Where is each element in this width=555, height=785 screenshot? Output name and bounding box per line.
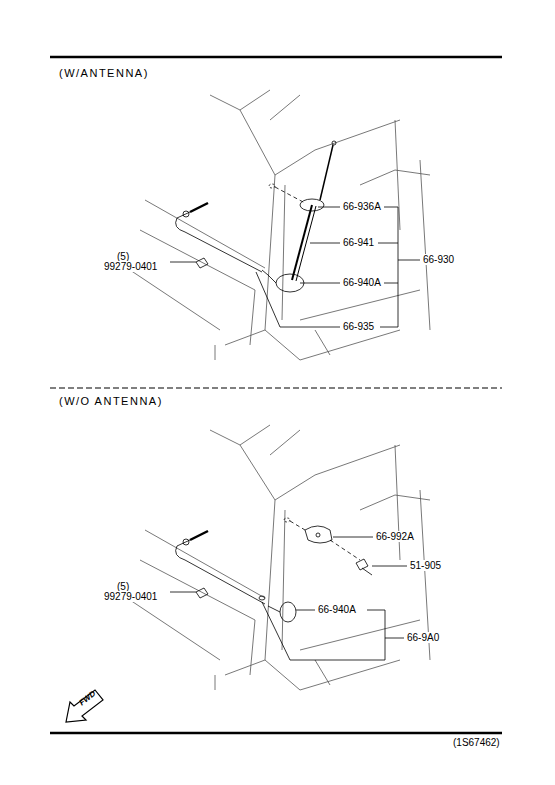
part-number: 51-905 (409, 560, 442, 571)
feeder-cable-bottom (176, 531, 265, 604)
cap-and-grommet (259, 518, 372, 622)
leader-lines-top (170, 207, 420, 327)
part-number: 66-940A (342, 277, 382, 288)
part-number: 66-992A (375, 531, 415, 542)
part-number: 99279-0401 (103, 261, 158, 272)
section-heading: (W/O ANTENNA) (58, 396, 164, 407)
drawing-number: (1S67462) (452, 737, 501, 748)
part-number: 66-936A (342, 201, 382, 212)
antenna-top (262, 141, 336, 292)
section-heading: (W/ANTENNA) (58, 68, 150, 79)
part-number: 66-940A (317, 604, 357, 615)
top-rule (50, 56, 502, 59)
leader-lines-bottom (170, 537, 407, 660)
bottom-rule (50, 732, 502, 735)
part-number: 66-935 (342, 321, 375, 332)
section-divider (50, 387, 502, 388)
part-number: 66-9A0 (406, 632, 440, 643)
part-number: 66-941 (342, 237, 375, 248)
part-number: 99279-0401 (103, 591, 158, 602)
vehicle-outline-top (130, 90, 430, 360)
part-number: 66-930 (422, 254, 455, 265)
vehicle-outline-bottom (130, 425, 430, 690)
